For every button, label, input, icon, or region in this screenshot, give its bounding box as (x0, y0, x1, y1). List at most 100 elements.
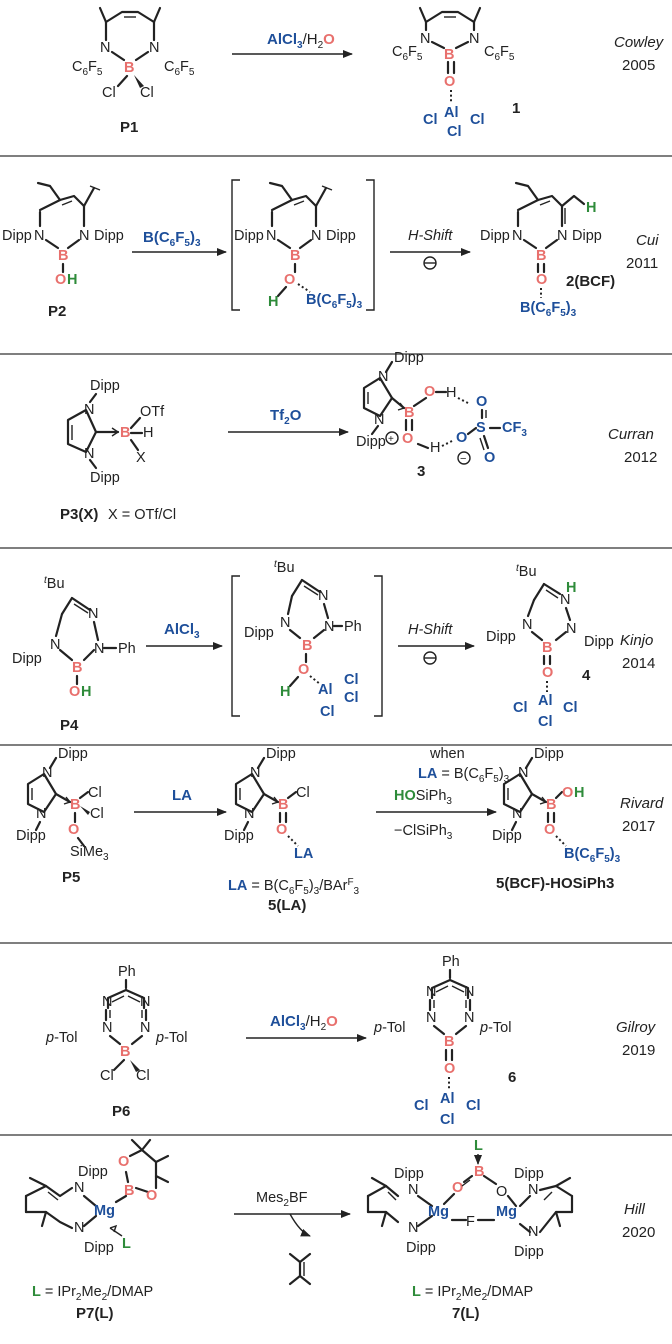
svg-text:N: N (464, 1010, 474, 1026)
svg-text:p-Tol: p-Tol (479, 1020, 511, 1036)
note-la: LA = B(C6F5)3/BArF3 (228, 877, 360, 897)
svg-text:N: N (84, 402, 94, 418)
condition-la: LA = B(C6F5)3 (418, 766, 510, 785)
svg-text:N: N (528, 1182, 538, 1198)
svg-text:N: N (318, 588, 328, 604)
svg-text:B(C6F5)3: B(C6F5)3 (520, 300, 577, 319)
svg-text:B: B (474, 1164, 484, 1180)
citation-author: Rivard (620, 795, 664, 812)
svg-text:N: N (324, 619, 334, 635)
label-6: 6 (508, 1069, 516, 1086)
svg-text:N: N (140, 994, 150, 1010)
svg-text:B: B (290, 248, 300, 264)
svg-text:N: N (74, 1220, 84, 1236)
compound-p2: N N Dipp Dipp B O H P2 (2, 181, 124, 320)
compound-3: N N Dipp Dipp B O H O + H O − (356, 350, 527, 480)
svg-text:O: O (424, 384, 435, 400)
svg-text:N: N (102, 1020, 112, 1036)
svg-text:N: N (102, 994, 112, 1010)
svg-text:B(C6F5)3: B(C6F5)3 (306, 292, 363, 311)
svg-text:C6F5: C6F5 (72, 59, 103, 78)
note-l-start: L = IPr2Me2/DMAP (32, 1284, 153, 1303)
citation-year: 2020 (622, 1224, 655, 1241)
compound-p7l: N N Dipp Dipp Mg B O O L L = IPr2Me2/DMA… (24, 1138, 170, 1322)
compound-5la: N N Dipp Dipp B Cl O LA LA = B(C6F5)3/BA… (224, 746, 360, 914)
svg-text:O: O (146, 1188, 157, 1204)
svg-text:O: O (298, 662, 309, 678)
compound-p1: N N B C6F5 C6F5 Cl Cl P1 (72, 6, 195, 136)
svg-text:N: N (528, 1224, 538, 1240)
svg-text:Cl: Cl (344, 690, 359, 706)
svg-text:N: N (518, 765, 528, 781)
svg-text:X: X (136, 450, 146, 466)
citation-year: 2011 (626, 255, 658, 272)
svg-text:C6F5: C6F5 (392, 44, 423, 63)
svg-text:O: O (456, 430, 467, 446)
svg-text:N: N (100, 40, 110, 56)
svg-text:N: N (280, 615, 290, 631)
svg-text:N: N (557, 228, 567, 244)
svg-text:B: B (278, 797, 288, 813)
svg-text:LA: LA (294, 846, 314, 862)
note-x: X = OTf/Cl (108, 507, 176, 523)
svg-text:Ph: Ph (344, 619, 362, 635)
compound-p4: tBu N N Ph N Dipp B O H P4 (12, 575, 136, 734)
compound-p5: N N Dipp Dipp B Cl Cl O SiMe3 P5 (16, 746, 109, 886)
svg-text:Al: Al (538, 693, 553, 709)
svg-text:CF3: CF3 (502, 420, 527, 439)
svg-text:Cl: Cl (466, 1098, 481, 1114)
bracket-right (374, 575, 383, 717)
svg-text:Dipp: Dipp (224, 828, 254, 844)
svg-text:N: N (378, 369, 388, 385)
compound-p3x: N N Dipp Dipp B OTf H X P3(X) X = OTf/Cl (60, 378, 176, 523)
reagent-alcl3: AlCl3 (164, 621, 200, 641)
svg-text:N: N (50, 637, 60, 653)
svg-text:N: N (149, 40, 159, 56)
svg-text:Cl: Cl (414, 1098, 429, 1114)
reagent-alcl3-h2o: AlCl3/H2O (270, 1013, 338, 1033)
svg-text:N: N (512, 806, 522, 822)
svg-text:Dipp: Dipp (12, 651, 42, 667)
compound-p6: Ph N N N N p-Tol p-Tol B Cl Cl P6 (45, 964, 187, 1120)
svg-text:Dipp: Dipp (514, 1244, 544, 1260)
svg-text:B: B (70, 797, 80, 813)
svg-text:O: O (444, 74, 455, 90)
svg-text:N: N (420, 31, 430, 47)
svg-text:Dipp: Dipp (486, 629, 516, 645)
svg-text:H: H (67, 272, 77, 288)
svg-text:N: N (469, 31, 479, 47)
reagent-tf2o: Tf2O (270, 407, 302, 427)
label-p3x: P3(X) (60, 506, 98, 523)
svg-text:H: H (566, 580, 576, 596)
compound-1: N N B C6F5 C6F5 O Al Cl Cl Cl 1 (392, 6, 520, 140)
compound-4: tBu N H N Dipp N Dipp B O Al Cl Cl Cl 4 (486, 563, 614, 730)
svg-text:Cl: Cl (102, 85, 116, 101)
svg-text:tBu: tBu (274, 559, 295, 576)
svg-text:Dipp: Dipp (84, 1240, 114, 1256)
svg-text:+: + (388, 434, 394, 445)
intermediate-cui: N N Dipp Dipp B O H B(C6F5)3 (234, 181, 363, 311)
svg-text:Dipp: Dipp (90, 470, 120, 486)
label-p4: P4 (60, 717, 79, 734)
curved-arrow (289, 1213, 311, 1237)
row-kinjo: tBu N N Ph N Dipp B O H P4 AlCl3 tBu (12, 559, 655, 734)
svg-text:Cl: Cl (296, 785, 310, 801)
bracket-left (231, 575, 240, 717)
label-2bcf: 2(BCF) (566, 273, 615, 290)
svg-text:N: N (36, 806, 46, 822)
svg-text:O: O (544, 822, 555, 838)
note-l-product: L = IPr2Me2/DMAP (412, 1284, 533, 1303)
svg-text:Al: Al (444, 105, 459, 121)
label-4: 4 (582, 667, 591, 684)
svg-text:Dipp: Dipp (90, 378, 120, 394)
svg-text:O: O (55, 272, 66, 288)
svg-text:Dipp: Dipp (16, 828, 46, 844)
svg-text:p-Tol: p-Tol (373, 1020, 405, 1036)
svg-text:B: B (546, 797, 556, 813)
svg-text:Dipp: Dipp (514, 1166, 544, 1182)
row-curran: N N Dipp Dipp B OTf H X P3(X) X = OTf/Cl… (60, 350, 657, 523)
svg-text:L: L (122, 1236, 131, 1252)
svg-text:Dipp: Dipp (492, 828, 522, 844)
step-h-shift: H-Shift (408, 622, 453, 638)
svg-text:O: O (484, 450, 495, 466)
